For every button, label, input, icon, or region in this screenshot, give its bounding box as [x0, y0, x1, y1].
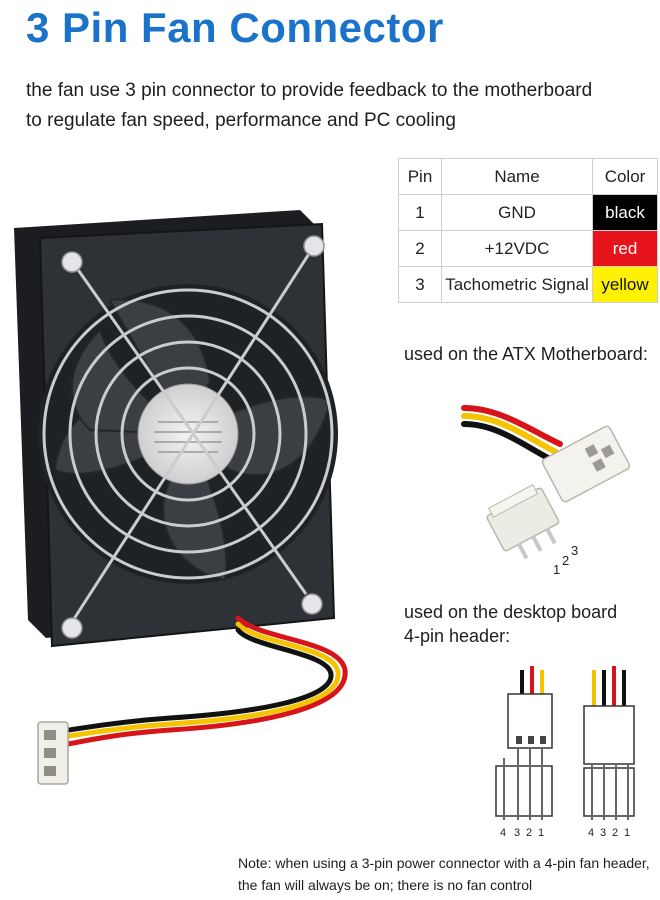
- table-row: 1 GND black: [398, 194, 658, 231]
- header-left-pin-3: 3: [514, 827, 520, 839]
- name-cell: GND: [441, 194, 593, 231]
- color-cell: black: [592, 194, 658, 231]
- fan-image: [14, 210, 348, 785]
- header-right-pin-1: 1: [624, 827, 630, 839]
- color-cell: red: [592, 230, 658, 267]
- footnote-line-2: the fan will always be on; there is no f…: [238, 877, 533, 893]
- desktop-board-label-line-2: 4-pin header:: [404, 626, 511, 646]
- header-right-pin-4: 4: [588, 827, 594, 839]
- pin-cell: 3: [398, 266, 442, 303]
- pin-cell: 2: [398, 230, 442, 267]
- page-title: 3 Pin Fan Connector: [26, 4, 444, 51]
- description-line-1: the fan use 3 pin connector to provide f…: [26, 80, 593, 101]
- footnote: Note: when using a 3-pin power connector…: [238, 852, 660, 896]
- description-line-2: to regulate fan speed, performance and P…: [26, 110, 456, 131]
- header-left-pin-4: 4: [500, 827, 506, 839]
- table-row: 3 Tachometric Signal yellow: [398, 266, 658, 303]
- desktop-board-label-line-1: used on the desktop board: [404, 602, 618, 622]
- name-header: Name: [441, 158, 593, 195]
- color-cell: yellow: [592, 266, 658, 303]
- table-row: 2 +12VDC red: [398, 230, 658, 267]
- pin-table-header-row: Pin Name Color: [398, 158, 658, 195]
- color-header: Color: [592, 158, 658, 195]
- name-cell: Tachometric Signal: [441, 266, 593, 303]
- name-cell: +12VDC: [441, 230, 593, 267]
- atx-label: used on the ATX Motherboard:: [404, 344, 648, 364]
- header-right-pin-3: 3: [600, 827, 606, 839]
- pin-table: Pin Name Color 1 GND black 2 +12VDC red …: [398, 158, 658, 303]
- description: the fan use 3 pin connector to provide f…: [26, 76, 636, 136]
- atx-pin-2: 2: [562, 553, 569, 568]
- atx-connector-image: 1 2 3: [461, 405, 630, 577]
- desktop-board-label: used on the desktop board 4-pin header:: [404, 600, 617, 648]
- header-left-pin-2: 2: [526, 827, 532, 839]
- header-left-pin-1: 1: [538, 827, 544, 839]
- pin-cell: 1: [398, 194, 442, 231]
- footnote-line-1: Note: when using a 3-pin power connector…: [238, 855, 650, 871]
- four-pin-header-image: 4 3 2 1 4 3 2 1: [495, 666, 635, 839]
- atx-pin-3: 3: [571, 543, 578, 558]
- header-right-pin-2: 2: [612, 827, 618, 839]
- atx-pin-1: 1: [553, 562, 560, 577]
- pin-header: Pin: [398, 158, 442, 195]
